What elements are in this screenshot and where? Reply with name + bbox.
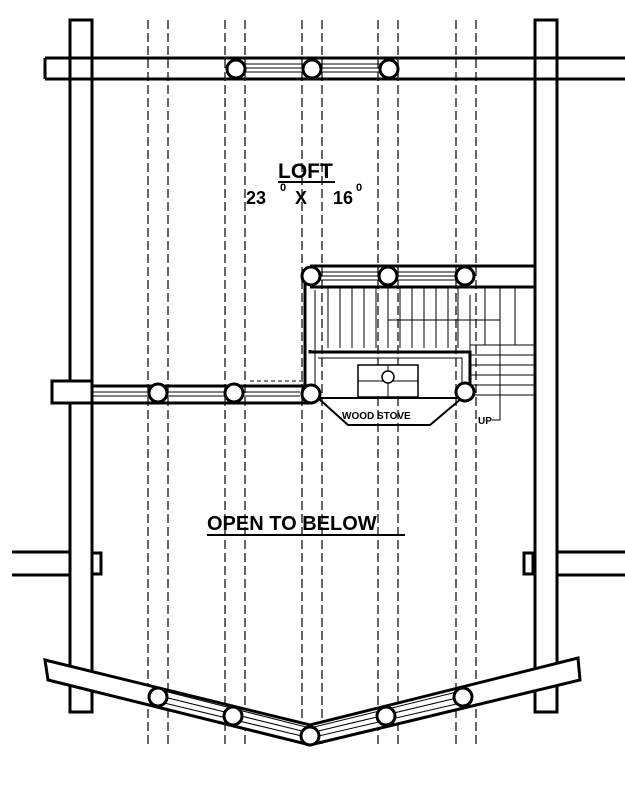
post [222,705,244,727]
room-dim-width: 23 [246,188,266,208]
wood-stove-label: WOOD STOVE [342,411,411,422]
stair-arrow [388,319,501,421]
stair-up-label: UP [478,416,492,427]
room-dim-sep: X [295,188,307,208]
post [375,705,397,727]
post [299,725,321,747]
log-posts [147,58,476,747]
stair-treads [327,287,535,396]
post [454,265,476,287]
open-to-below-label: OPEN TO BELOW [207,513,377,535]
post [377,265,399,287]
railing [308,350,472,390]
post [454,381,476,403]
post [378,58,400,80]
exterior-walls [68,18,559,714]
post [223,382,245,404]
beam-lines [147,20,477,745]
room-name: LOFT [278,160,333,183]
wood-stove [315,364,465,426]
post [301,58,323,80]
side-walls [12,550,625,577]
post [147,686,169,708]
room-dim-width-sup: 0 [280,182,286,194]
room-dim-depth: 16 [333,188,353,208]
post [225,58,247,80]
post [147,382,169,404]
post [452,686,474,708]
post [300,383,322,405]
post [300,265,322,287]
room-dim-depth-sup: 0 [356,182,362,194]
loft-beam [50,379,312,405]
